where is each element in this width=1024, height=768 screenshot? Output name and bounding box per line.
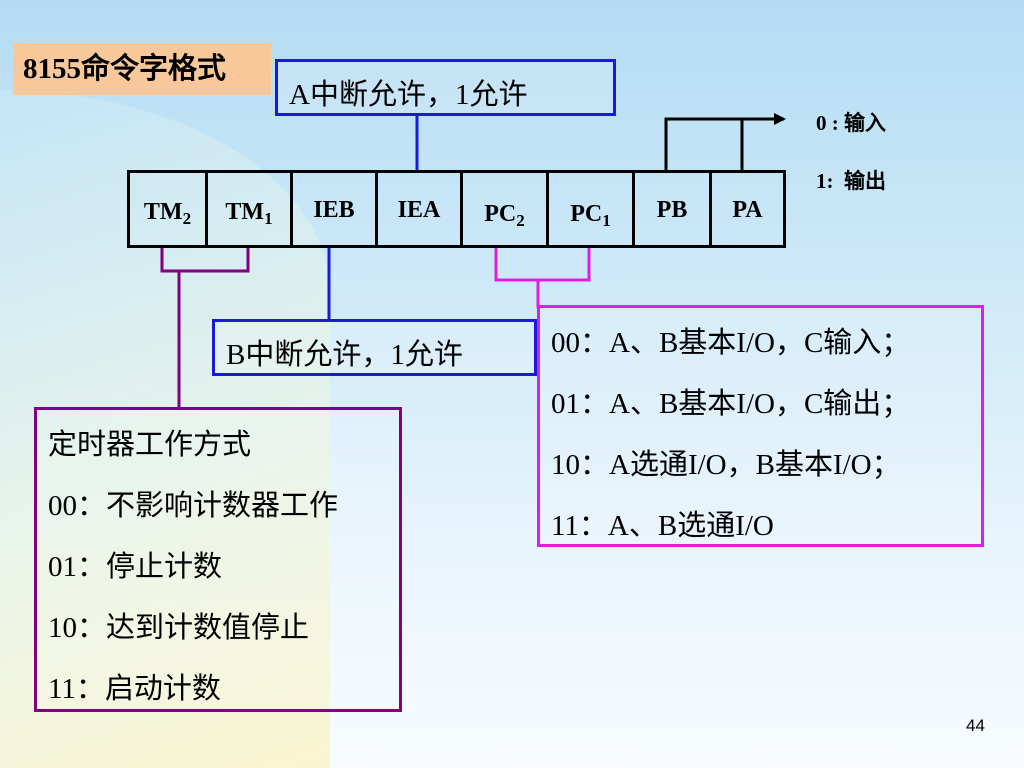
timer-mode-01: 01：停止计数 xyxy=(48,551,223,583)
timer-mode-00: 00：不影响计数器工作 xyxy=(48,490,339,522)
timer-mode-11: 11：启动计数 xyxy=(48,673,221,705)
pc-bracket xyxy=(494,248,591,282)
register-bit-pb: PB xyxy=(635,173,712,245)
register-bit-pa: PA xyxy=(732,197,763,223)
register-bit-tm1: TM1 xyxy=(208,173,293,245)
ieb-description-box: B中断允许，1允许 xyxy=(212,319,537,376)
register-bit-ieb: IEB xyxy=(293,173,378,245)
register-bit-pc1: PC1 xyxy=(549,173,635,245)
pc-mode-10: 10：A选通I/O，B基本I/O； xyxy=(551,449,901,481)
timer-modes-heading: 定时器工作方式 xyxy=(48,429,252,461)
tm-bracket xyxy=(160,248,250,273)
slide-title: 8155命令字格式 xyxy=(13,43,271,95)
pc-modes-box: 00：A、B基本I/O，C输入； 01：A、B基本I/O，C输出； 10：A选通… xyxy=(537,305,984,547)
command-register: TM2 TM1 IEB IEA PC2 PC1 PB PA xyxy=(127,170,786,248)
pc-mode-00: 00：A、B基本I/O，C输入； xyxy=(551,327,911,359)
background-decoration xyxy=(0,90,330,768)
port-direction-arrow xyxy=(664,113,786,170)
register-bit-iea: IEA xyxy=(378,173,463,245)
ieb-description: B中断允许，1允许 xyxy=(226,339,463,371)
timer-mode-10: 10：达到计数值停止 xyxy=(48,612,310,644)
iea-description: A中断允许，1允许 xyxy=(289,79,528,111)
register-bit-pc2: PC2 xyxy=(463,173,549,245)
pc-mode-11: 11：A、B选通I/O xyxy=(551,510,774,542)
timer-modes-box: 定时器工作方式 00：不影响计数器工作 01：停止计数 10：达到计数值停止 1… xyxy=(34,407,402,712)
page-number: 44 xyxy=(966,716,985,735)
pc-mode-01: 01：A、B基本I/O，C输出； xyxy=(551,388,911,420)
iea-description-box: A中断允许，1允许 xyxy=(275,59,616,116)
port-legend-output: 1: 输出 xyxy=(816,169,886,193)
port-legend-input: 0 : 输入 xyxy=(816,111,886,135)
register-bit-tm2: TM2 xyxy=(130,173,208,245)
